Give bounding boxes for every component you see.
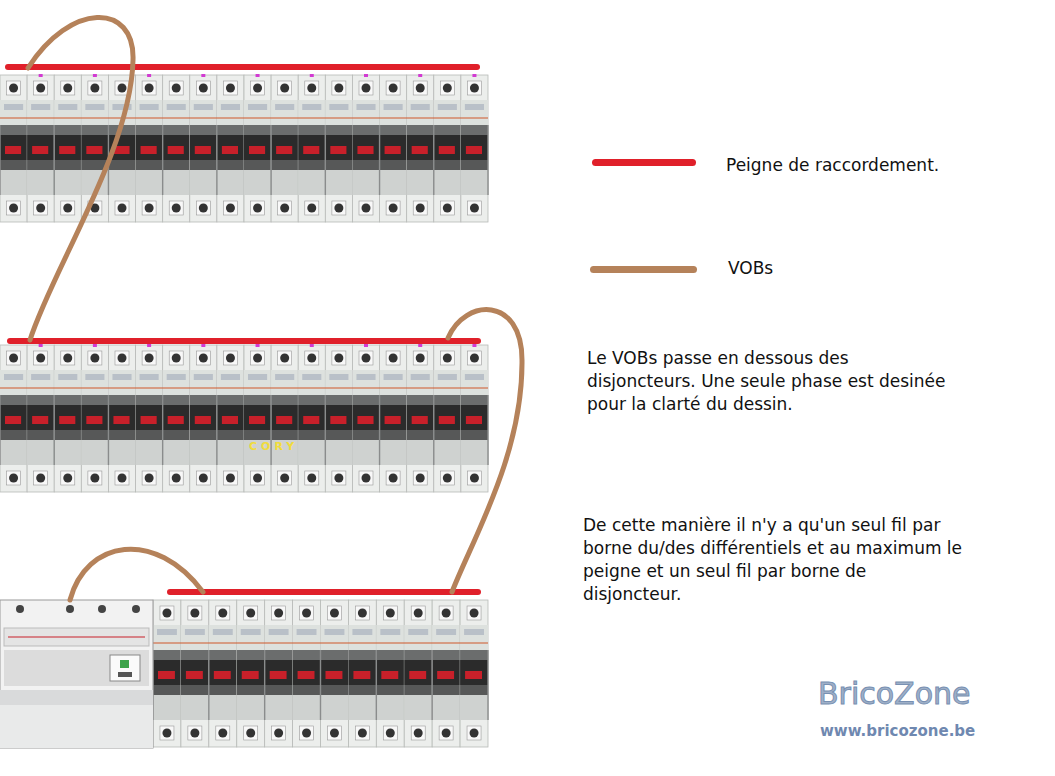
watermark-url: www.bricozone.be	[820, 722, 975, 740]
breaker-module	[181, 600, 209, 747]
breaker-module	[54, 345, 81, 492]
breaker-module	[460, 600, 488, 747]
breaker-module	[461, 74, 488, 222]
breaker-module	[153, 600, 181, 747]
breaker-module	[376, 600, 404, 747]
connection-comb	[8, 64, 477, 70]
breaker-module	[265, 600, 293, 747]
differential-breaker	[0, 600, 153, 748]
breaker-module	[404, 600, 432, 747]
note-text: Le VOBs passe en dessous des disjoncteur…	[587, 347, 957, 416]
watermark: BricoZone	[818, 676, 970, 711]
breaker-module	[54, 75, 81, 222]
breaker-module	[325, 75, 352, 222]
breaker-module	[244, 344, 271, 492]
breaker-module	[407, 74, 434, 222]
breaker-module	[271, 75, 298, 222]
breaker-module	[0, 75, 27, 222]
legend-label: VOBs	[728, 257, 773, 279]
legend-swatch	[592, 159, 696, 166]
breaker-module	[325, 345, 352, 492]
vob-wire	[70, 549, 203, 600]
breaker-module	[352, 74, 379, 222]
breaker-module	[352, 344, 379, 492]
breaker-module	[217, 345, 244, 492]
breaker-module	[298, 74, 325, 222]
connection-comb	[170, 589, 478, 595]
breaker-module	[432, 600, 460, 747]
breaker-module	[380, 345, 407, 492]
breaker-module	[217, 75, 244, 222]
breaker-module	[190, 344, 217, 492]
breaker-module	[27, 344, 54, 492]
breaker-module	[298, 344, 325, 492]
vob-wire	[448, 310, 522, 592]
breaker-module	[407, 344, 434, 492]
breaker-module	[271, 345, 298, 492]
breaker-module	[163, 345, 190, 492]
breaker-module	[209, 600, 237, 747]
note-text: De cette manière il n'y a qu'un seul fil…	[583, 514, 963, 606]
legend-swatch	[590, 266, 697, 273]
breaker-row	[0, 344, 488, 492]
breaker-module	[348, 600, 376, 747]
breaker-module	[434, 75, 461, 222]
breaker-module	[108, 345, 135, 492]
breaker-module	[136, 344, 163, 492]
breaker-module	[244, 74, 271, 222]
breaker-module	[190, 74, 217, 222]
breaker-module	[293, 600, 321, 747]
breaker-module	[136, 74, 163, 222]
breaker-module	[0, 345, 27, 492]
brand-mark: CORY	[249, 440, 298, 453]
vob-wire	[28, 17, 133, 340]
legend-label: Peigne de raccordement.	[726, 154, 939, 176]
breaker-module	[380, 75, 407, 222]
breaker-module	[434, 345, 461, 492]
breaker-module	[321, 600, 349, 747]
breaker-module	[27, 74, 54, 222]
breaker-module	[81, 344, 108, 492]
breaker-module	[461, 344, 488, 492]
breaker-row	[153, 600, 488, 747]
connection-comb	[10, 338, 478, 344]
breaker-module	[163, 75, 190, 222]
breaker-module	[237, 600, 265, 747]
breaker-row	[0, 74, 488, 222]
